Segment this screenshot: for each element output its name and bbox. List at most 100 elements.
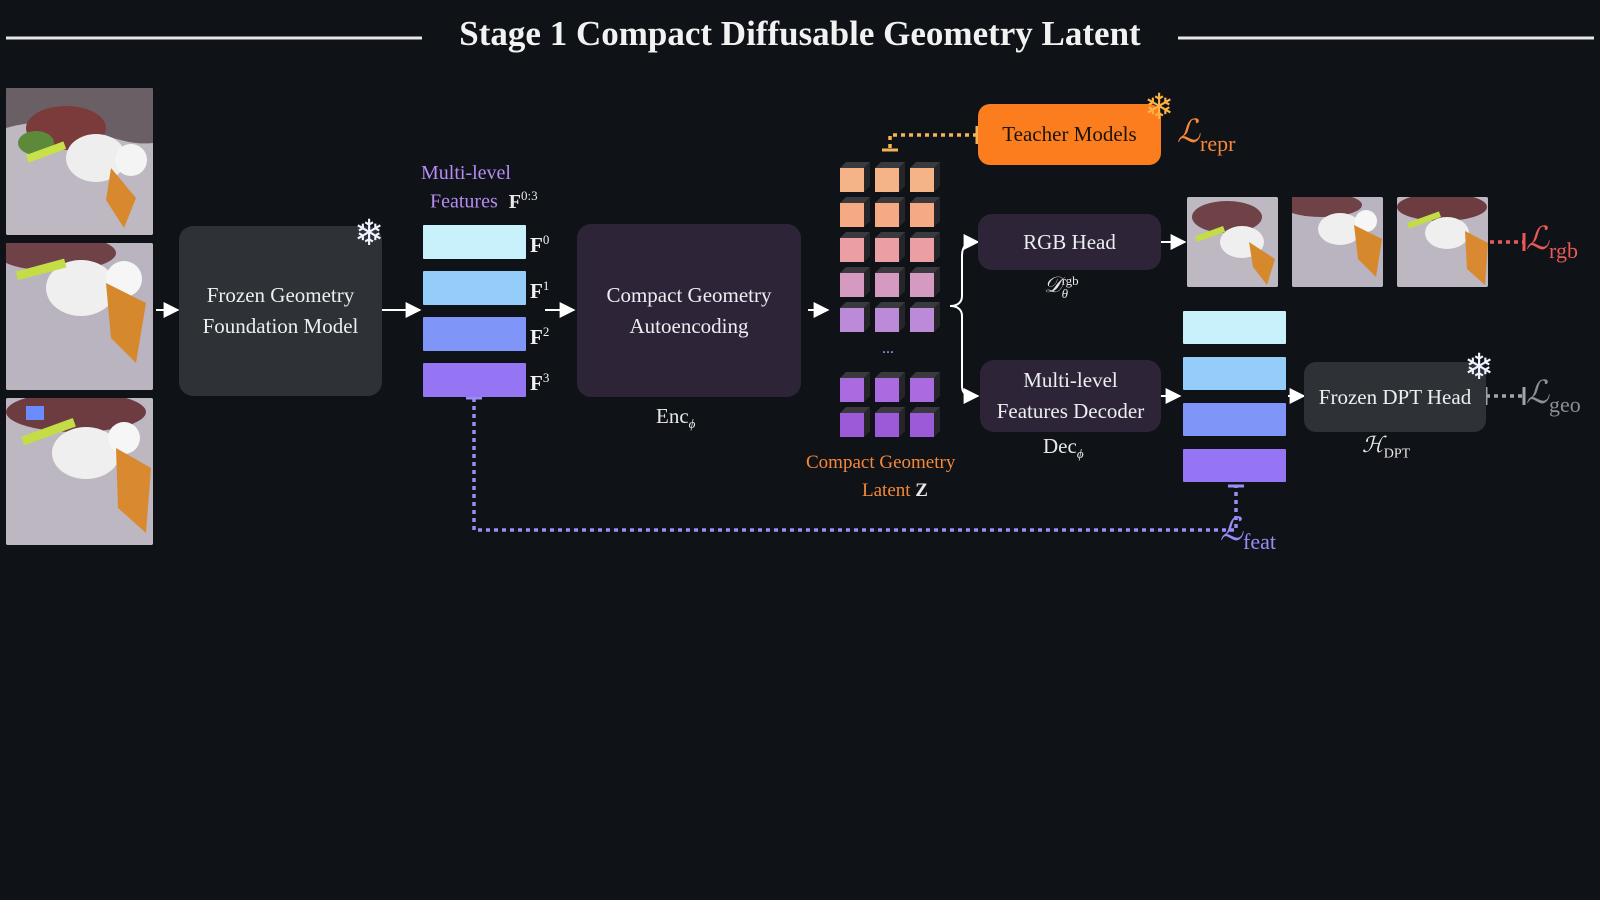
feature-label-f0-sup: 0 bbox=[542, 232, 550, 247]
dpt-head-sub: DPT bbox=[1383, 446, 1411, 462]
rgb-output-image-1 bbox=[1187, 197, 1278, 287]
latent-label-line1: Compact Geometry bbox=[806, 452, 956, 473]
title-block: Stage 1 Compact Diffusable Geometry Late… bbox=[0, 14, 1600, 54]
frozen-model-line1: Frozen Geometry bbox=[206, 283, 355, 307]
rgb-output-image-1-art bbox=[1187, 197, 1278, 287]
input-image-2 bbox=[6, 243, 153, 390]
decoded-feature-bar-2 bbox=[1183, 403, 1286, 436]
latent-cube bbox=[910, 267, 940, 297]
rgb-output-image-2-art bbox=[1292, 197, 1383, 287]
latent-cube bbox=[840, 162, 870, 192]
page-title: Stage 1 Compact Diffusable Geometry Late… bbox=[439, 14, 1161, 53]
compact-geometry-autoencoding: Compact Geometry Autoencoding bbox=[577, 224, 801, 397]
rgb-head-sup: rgb bbox=[1061, 272, 1079, 288]
rgb-head-label: RGB Head bbox=[1023, 229, 1116, 254]
teacher-models-label: Teacher Models bbox=[1002, 122, 1137, 146]
multilevel-features-symbol: F bbox=[508, 190, 521, 213]
latent-cube bbox=[875, 232, 905, 262]
feature-label-f1-symbol: F bbox=[530, 279, 543, 303]
feature-bar-f2 bbox=[423, 317, 526, 351]
rgb-output-image-3-art bbox=[1397, 197, 1488, 287]
input-image-1 bbox=[6, 88, 153, 235]
feature-label-f2-symbol: F bbox=[530, 325, 543, 349]
repr-loss-symbol: ℒ bbox=[1177, 113, 1201, 149]
encoder-label: Encϕ bbox=[656, 404, 695, 432]
feature-label-f2-sup: 2 bbox=[542, 324, 550, 339]
latent-cube bbox=[840, 372, 870, 402]
encoder-label-text: Enc bbox=[656, 404, 689, 428]
feat-loss-symbol: ℒ bbox=[1220, 511, 1244, 547]
feature-label-f3: F3 bbox=[530, 370, 549, 396]
input-image-2-art bbox=[6, 243, 153, 390]
geo-loss: ℒgeo bbox=[1526, 373, 1581, 418]
arrow-latent-to-decoder bbox=[949, 305, 980, 404]
latent-cube bbox=[840, 302, 870, 332]
dpt-head-symbol-group: ℋDPT bbox=[1362, 432, 1410, 462]
latent-cube bbox=[840, 232, 870, 262]
rgb-loss: ℒrgb bbox=[1526, 219, 1578, 264]
rgb-head-box: RGB Head bbox=[978, 214, 1161, 270]
multilevel-features-line2: Features bbox=[430, 190, 498, 213]
multilevel-features-decoder: Multi-level Features Decoder bbox=[980, 360, 1161, 432]
multilevel-features-line2-group: Features F0:3 bbox=[430, 188, 538, 214]
teacher-dotted-link bbox=[888, 133, 977, 150]
autoencoder-line1: Compact Geometry bbox=[606, 282, 772, 307]
latent-ellipsis: ... bbox=[882, 340, 894, 357]
latent-cube bbox=[875, 197, 905, 227]
autoencoder-text: Compact Geometry Autoencoding bbox=[606, 280, 771, 342]
input-image-3 bbox=[6, 398, 153, 545]
geo-loss-sub: geo bbox=[1549, 392, 1581, 417]
feature-label-f3-sup: 3 bbox=[542, 370, 550, 385]
decoded-feature-bar-0 bbox=[1183, 311, 1286, 344]
feat-loss: ℒfeat bbox=[1220, 510, 1276, 555]
latent-cube bbox=[910, 232, 940, 262]
latent-cube bbox=[840, 267, 870, 297]
decoder-line2: Features Decoder bbox=[996, 399, 1145, 423]
feature-label-f0-symbol: F bbox=[530, 233, 543, 257]
geo-loss-symbol: ℒ bbox=[1526, 374, 1550, 410]
rgb-loss-sub: rgb bbox=[1549, 238, 1578, 263]
repr-loss: ℒrepr bbox=[1177, 112, 1235, 157]
latent-cube bbox=[840, 197, 870, 227]
latent-label-line2: Latent bbox=[862, 480, 911, 501]
autoencoder-line2: Autoencoding bbox=[629, 313, 749, 338]
rgb-output-image-3 bbox=[1397, 197, 1488, 287]
latent-cube bbox=[910, 407, 940, 437]
feature-label-f0: F0 bbox=[530, 232, 549, 258]
teacher-snowflake-icon: ❄ bbox=[1144, 87, 1175, 128]
teacher-models-box: Teacher Models bbox=[978, 104, 1161, 165]
rgb-output-image-2 bbox=[1292, 197, 1383, 287]
decoder-text: Multi-level Features Decoder bbox=[997, 365, 1145, 427]
frozen-geometry-foundation-model: Frozen Geometry Foundation Model bbox=[179, 226, 382, 396]
decoder-label-sub: ϕ bbox=[1076, 446, 1084, 462]
latent-cube bbox=[875, 302, 905, 332]
frozen-model-line2: Foundation Model bbox=[202, 314, 359, 338]
rgb-head-sub: θ bbox=[1061, 285, 1068, 301]
arrow-latent-to-rgb-head bbox=[949, 234, 980, 307]
rgb-loss-symbol: ℒ bbox=[1526, 220, 1550, 256]
latent-cube bbox=[875, 372, 905, 402]
latent-cube bbox=[910, 197, 940, 227]
decoder-line1: Multi-level bbox=[1023, 368, 1118, 392]
latent-cube bbox=[840, 407, 870, 437]
latent-cube bbox=[910, 302, 940, 332]
feature-label-f3-symbol: F bbox=[530, 371, 543, 395]
dpt-head-symbol: ℋ bbox=[1362, 432, 1384, 457]
decoded-feature-bar-3 bbox=[1183, 449, 1286, 482]
dpt-head-label: Frozen DPT Head bbox=[1318, 384, 1472, 409]
latent-cube bbox=[875, 407, 905, 437]
rgb-head-symbol: 𝒟 bbox=[1044, 272, 1062, 297]
latent-cube bbox=[910, 162, 940, 192]
frozen-dpt-head-box: Frozen DPT Head bbox=[1304, 362, 1486, 432]
decoded-feature-bar-1 bbox=[1183, 357, 1286, 390]
latent-cube-grid bbox=[840, 162, 940, 437]
latent-cube bbox=[910, 372, 940, 402]
dpt-snowflake-icon: ❄ bbox=[1464, 347, 1495, 388]
feature-label-f1: F1 bbox=[530, 278, 549, 304]
feature-bar-f3 bbox=[423, 363, 526, 397]
latent-label-line2-group: Latent Z bbox=[862, 480, 928, 502]
